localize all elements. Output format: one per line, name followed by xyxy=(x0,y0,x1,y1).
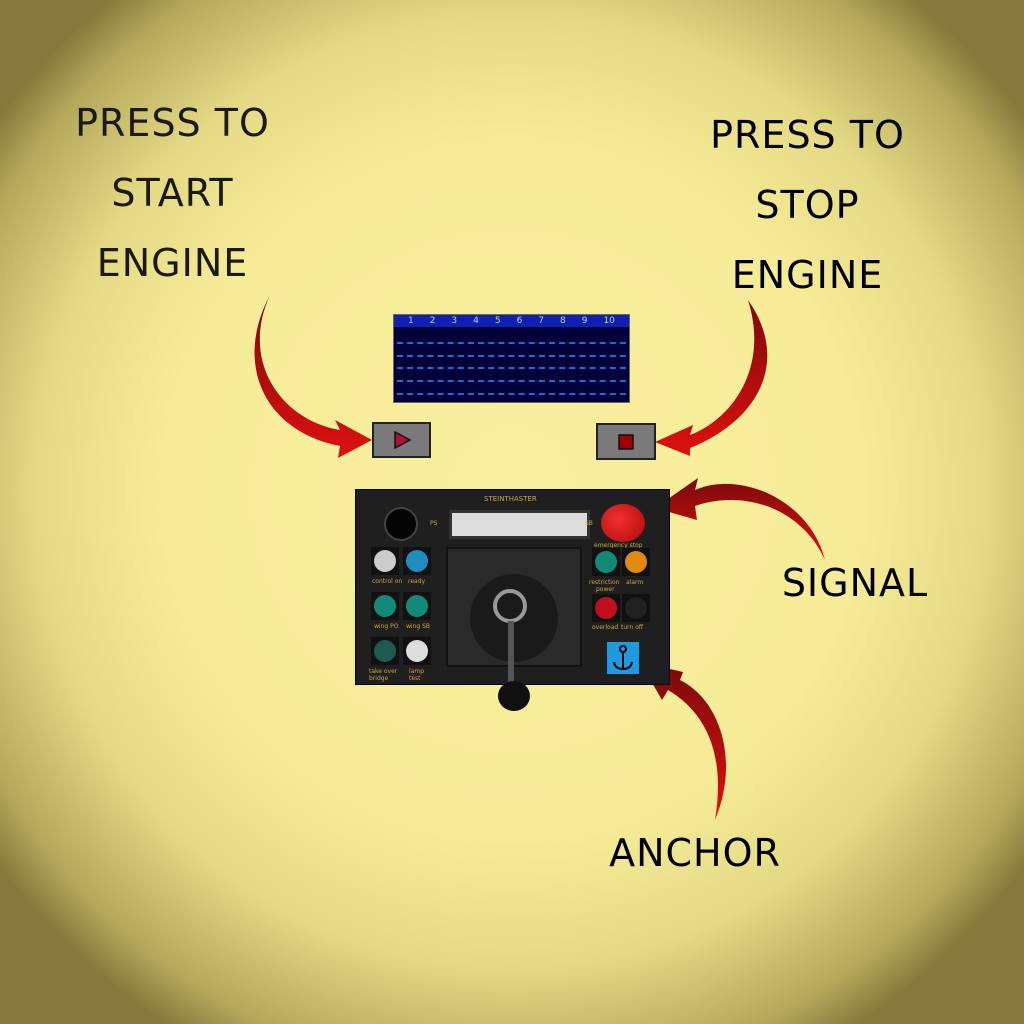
stop-engine-button[interactable] xyxy=(596,423,656,460)
joystick-handle[interactable] xyxy=(498,681,530,711)
column-label: 10 xyxy=(603,316,615,326)
take-over-bridge-button[interactable] xyxy=(371,637,399,665)
start-annotation: PRESS TO START ENGINE xyxy=(60,88,285,298)
anchor-icon xyxy=(613,645,633,671)
take-over-label: take over bridge xyxy=(369,668,398,682)
control-on-label: control on xyxy=(372,578,403,585)
anchor-button[interactable] xyxy=(607,642,639,674)
sb-label: SB xyxy=(585,520,593,527)
column-label: 7 xyxy=(538,316,545,326)
engine-display-grid: 1 2 3 4 5 6 7 8 9 10 xyxy=(393,314,630,403)
stop-annotation-line: PRESS TO xyxy=(710,113,905,157)
emergency-stop-label: emergency stop xyxy=(594,542,643,549)
lamp-test-label: lamp test xyxy=(409,668,424,682)
start-annotation-line: START xyxy=(111,171,234,215)
start-engine-button[interactable] xyxy=(372,422,431,458)
ready-lamp[interactable] xyxy=(403,547,431,575)
grid-line xyxy=(397,367,626,369)
column-label: 9 xyxy=(581,316,588,326)
power-label: power xyxy=(596,586,615,593)
panel-brand: STEINTHASTER xyxy=(484,495,537,503)
stop-icon xyxy=(618,433,634,450)
joystick-housing xyxy=(446,547,582,691)
grid-line xyxy=(397,342,626,344)
arrow-to-start xyxy=(254,295,372,458)
joystick-shaft xyxy=(508,621,514,691)
grid-line xyxy=(397,380,626,382)
ps-knob[interactable] xyxy=(384,507,418,541)
lamp-test-button[interactable] xyxy=(403,637,431,665)
turn-off-button[interactable] xyxy=(622,594,650,622)
grid-header: 1 2 3 4 5 6 7 8 9 10 xyxy=(394,315,629,327)
start-annotation-line: PRESS TO xyxy=(75,101,270,145)
grid-line xyxy=(397,355,626,357)
overload-lamp[interactable] xyxy=(592,594,620,622)
stop-annotation-line: STOP xyxy=(755,183,860,227)
alarm-label: alarm xyxy=(626,579,644,586)
control-on-key[interactable] xyxy=(371,547,399,575)
stop-annotation: PRESS TO STOP ENGINE xyxy=(695,100,920,310)
overload-label: overload xyxy=(592,624,619,631)
start-annotation-line: ENGINE xyxy=(96,241,249,285)
column-label: 6 xyxy=(516,316,523,326)
wing-ps-label: wing PO xyxy=(374,623,399,630)
control-panel: STEINTHASTER PS SB emergency stop contro… xyxy=(355,489,670,711)
turn-off-label: turn off xyxy=(621,624,644,631)
restriction-lamp[interactable] xyxy=(592,548,620,576)
arrow-to-stop xyxy=(655,300,768,456)
column-label: 1 xyxy=(407,316,414,326)
column-label: 4 xyxy=(473,316,479,326)
emergency-stop-button[interactable] xyxy=(601,504,645,542)
joystick-ring xyxy=(493,589,527,623)
ps-label: PS xyxy=(430,520,438,527)
arrow-to-anchor xyxy=(640,662,727,820)
anchor-annotation: ANCHOR xyxy=(609,831,781,875)
column-label: 3 xyxy=(451,316,458,326)
restriction-label: restriction xyxy=(589,579,620,586)
signal-annotation: SIGNAL xyxy=(781,561,929,605)
column-label: 8 xyxy=(560,316,566,326)
column-label: 5 xyxy=(494,316,501,326)
stop-annotation-line: ENGINE xyxy=(731,253,884,297)
wing-sb-label: wing SB xyxy=(406,623,431,630)
column-label: 2 xyxy=(429,316,436,326)
wing-ps-lamp[interactable] xyxy=(371,592,399,620)
ready-label: ready xyxy=(408,578,426,585)
alarm-lamp[interactable] xyxy=(622,548,650,576)
play-icon xyxy=(393,431,411,449)
gauge xyxy=(449,510,590,539)
arrow-to-signal xyxy=(655,478,825,560)
grid-line xyxy=(397,393,626,395)
wing-sb-lamp[interactable] xyxy=(403,592,431,620)
